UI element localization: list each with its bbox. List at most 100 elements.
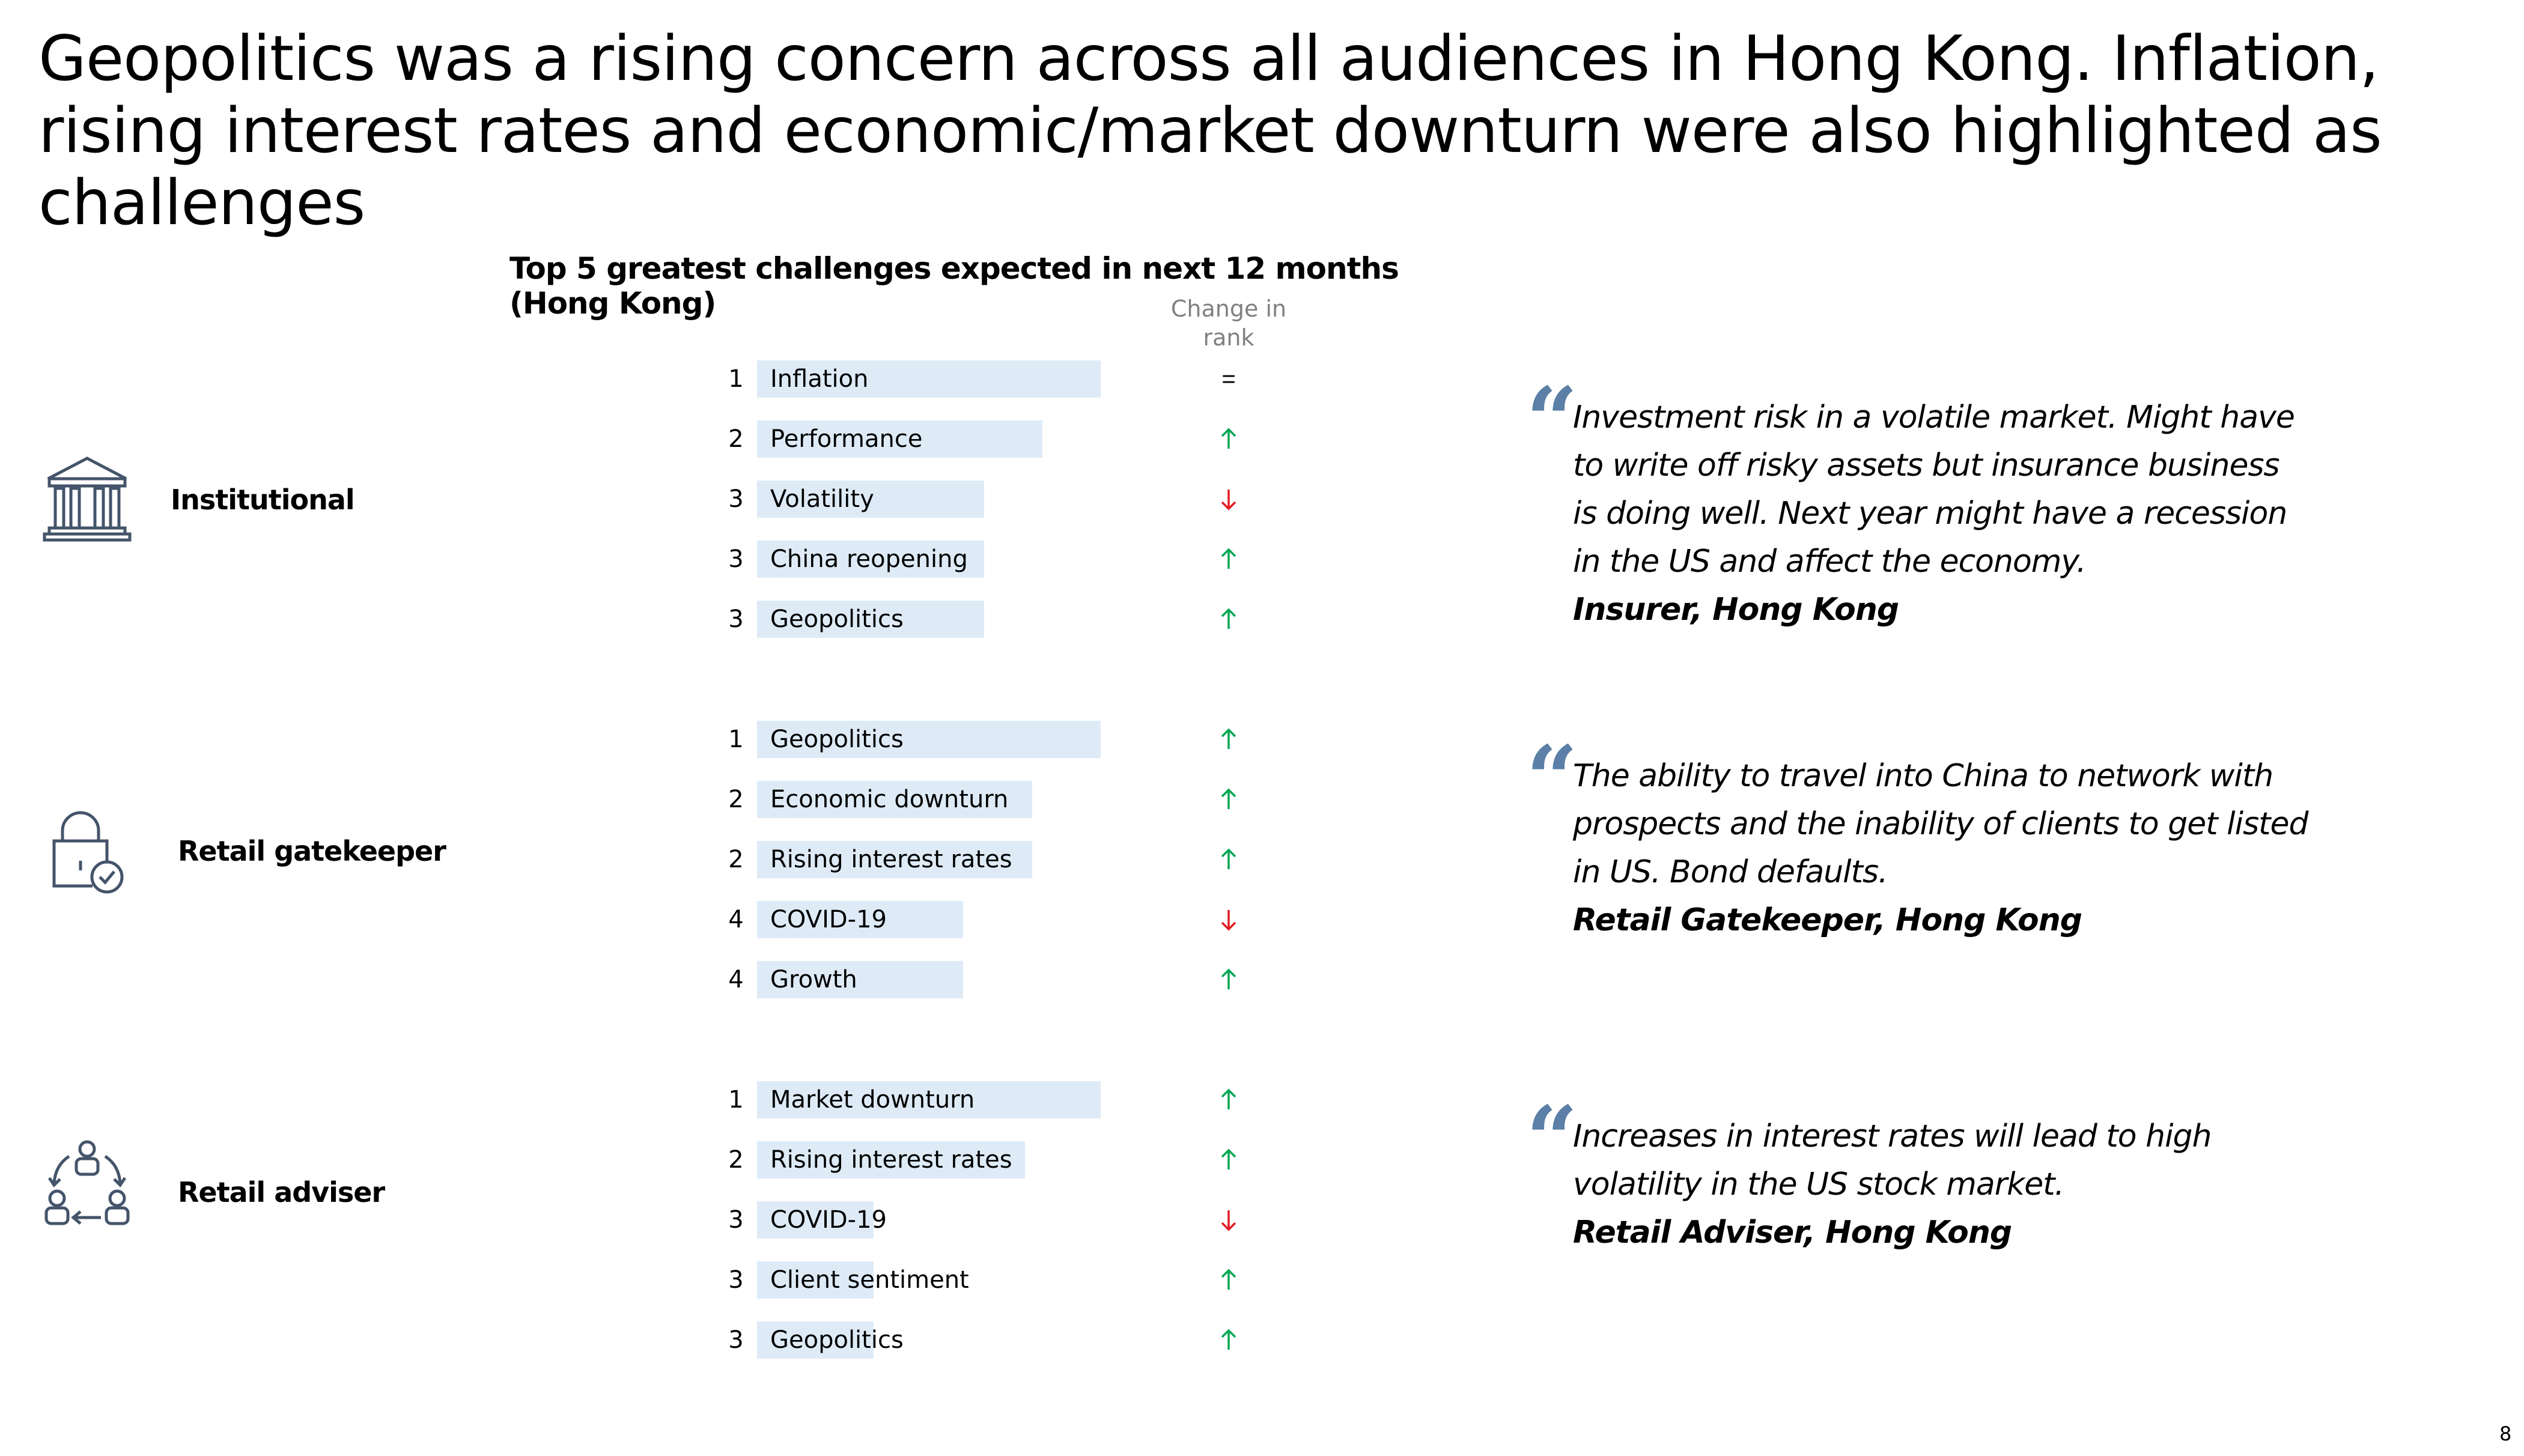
chart-title: Top 5 greatest challenges expected in ne… bbox=[509, 251, 1399, 321]
change-indicator bbox=[1211, 721, 1247, 758]
list-item: 3 Geopolitics bbox=[0, 1321, 1322, 1359]
rank-number: 1 bbox=[728, 1086, 744, 1114]
change-indicator bbox=[1211, 1081, 1247, 1118]
challenge-bar bbox=[757, 1081, 1101, 1118]
arrow-up-icon bbox=[1221, 608, 1236, 629]
quote-source: Retail Adviser, Hong Kong bbox=[1573, 1215, 2012, 1251]
change-indicator bbox=[1211, 1261, 1247, 1299]
challenge-bar bbox=[757, 601, 984, 638]
arrow-down-icon bbox=[1221, 910, 1236, 931]
rank-number: 1 bbox=[728, 365, 744, 393]
arrow-up-icon bbox=[1221, 428, 1236, 449]
segment-label: Retail gatekeeper bbox=[178, 835, 446, 867]
list-item: 3 China reopening bbox=[0, 541, 1322, 578]
arrow-up-icon bbox=[1221, 728, 1236, 749]
list-item: 1 Inflation = bbox=[0, 360, 1322, 398]
challenge-label: COVID-19 bbox=[770, 906, 887, 933]
list-item: 3 Volatility bbox=[0, 481, 1322, 518]
challenge-label: COVID-19 bbox=[770, 1206, 887, 1234]
challenge-bar bbox=[757, 481, 984, 518]
change-in-rank-header: Change in rank bbox=[1170, 296, 1287, 351]
segment-label: Institutional bbox=[171, 484, 355, 516]
arrow-up-icon bbox=[1221, 548, 1236, 569]
challenge-label: Performance bbox=[770, 425, 923, 453]
challenge-label: Market downturn bbox=[770, 1086, 975, 1114]
list-item: 3 Client sentiment bbox=[0, 1261, 1322, 1299]
list-item: 1 Market downturn bbox=[0, 1081, 1322, 1118]
change-indicator bbox=[1211, 601, 1247, 638]
challenge-label: Economic downturn bbox=[770, 786, 1009, 813]
list-item: 1 Geopolitics bbox=[0, 721, 1322, 758]
quote-text: Investment risk in a volatile market. Mi… bbox=[1573, 399, 2295, 580]
list-item: 3 COVID-19 bbox=[0, 1201, 1322, 1239]
challenge-bar bbox=[757, 1141, 1025, 1178]
quote-mark-icon: “ bbox=[1526, 1087, 1578, 1192]
rank-number: 3 bbox=[728, 605, 744, 633]
rank-number: 1 bbox=[728, 726, 744, 753]
arrow-up-icon bbox=[1221, 1148, 1236, 1169]
change-indicator bbox=[1211, 781, 1247, 818]
change-indicator bbox=[1211, 841, 1247, 878]
change-indicator bbox=[1211, 420, 1247, 458]
list-item: 4 Growth bbox=[0, 961, 1322, 998]
challenge-label: Growth bbox=[770, 966, 857, 993]
list-item: 2 Rising interest rates bbox=[0, 1141, 1322, 1178]
arrow-up-icon bbox=[1221, 1088, 1236, 1109]
change-indicator: = bbox=[1211, 360, 1247, 398]
rank-number: 2 bbox=[728, 1146, 744, 1174]
quote-body: Increases in interest rates will lead to… bbox=[1573, 1112, 2312, 1257]
quote-mark-icon: “ bbox=[1526, 726, 1578, 832]
change-indicator bbox=[1211, 541, 1247, 578]
challenge-bar bbox=[757, 1321, 874, 1359]
challenge-bar bbox=[757, 541, 984, 578]
challenge-bar bbox=[757, 841, 1032, 878]
quote-text: Increases in interest rates will lead to… bbox=[1573, 1118, 2212, 1203]
challenge-bar bbox=[757, 420, 1042, 458]
people-cycle-icon bbox=[42, 1138, 132, 1237]
quote-source: Retail Gatekeeper, Hong Kong bbox=[1573, 902, 2082, 938]
change-indicator bbox=[1211, 961, 1247, 998]
segment-label: Retail adviser bbox=[178, 1176, 385, 1209]
page-number: 8 bbox=[2499, 1422, 2512, 1445]
challenge-bar bbox=[757, 1261, 874, 1299]
change-indicator bbox=[1211, 1201, 1247, 1239]
challenge-label: Geopolitics bbox=[770, 726, 904, 753]
challenge-label: Geopolitics bbox=[770, 605, 904, 633]
rank-number: 4 bbox=[728, 906, 744, 933]
challenge-bar bbox=[757, 1201, 874, 1239]
challenge-label: Volatility bbox=[770, 485, 874, 513]
list-item: 4 COVID-19 bbox=[0, 901, 1322, 938]
change-indicator bbox=[1211, 481, 1247, 518]
rank-number: 4 bbox=[728, 966, 744, 993]
arrow-up-icon bbox=[1221, 1269, 1236, 1290]
bank-icon bbox=[42, 453, 132, 547]
arrow-up-icon bbox=[1221, 1329, 1236, 1350]
challenge-label: Inflation bbox=[770, 365, 869, 393]
change-indicator bbox=[1211, 901, 1247, 938]
challenge-label: Rising interest rates bbox=[770, 846, 1012, 873]
list-item: 2 Economic downturn bbox=[0, 781, 1322, 818]
quote-text: The ability to travel into China to netw… bbox=[1573, 758, 2309, 890]
rank-number: 3 bbox=[728, 1326, 744, 1354]
challenge-label: Rising interest rates bbox=[770, 1146, 1012, 1174]
change-indicator bbox=[1211, 1321, 1247, 1359]
list-item: 2 Performance bbox=[0, 420, 1322, 458]
arrow-up-icon bbox=[1221, 848, 1236, 869]
arrow-up-icon bbox=[1221, 968, 1236, 989]
challenge-label: China reopening bbox=[770, 545, 968, 573]
rank-number: 3 bbox=[728, 1206, 744, 1234]
rank-number: 2 bbox=[728, 846, 744, 873]
change-indicator bbox=[1211, 1141, 1247, 1178]
no-change-icon: = bbox=[1221, 366, 1236, 392]
challenge-bar bbox=[757, 360, 1101, 398]
challenge-bar bbox=[757, 721, 1101, 758]
list-item: 3 Geopolitics bbox=[0, 601, 1322, 638]
quote-body: The ability to travel into China to netw… bbox=[1573, 752, 2312, 944]
quote-mark-icon: “ bbox=[1526, 368, 1578, 473]
challenge-bar bbox=[757, 781, 1032, 818]
rank-number: 2 bbox=[728, 786, 744, 813]
quote-source: Insurer, Hong Kong bbox=[1573, 592, 1899, 628]
lock-check-icon bbox=[49, 808, 127, 901]
rank-number: 3 bbox=[728, 485, 744, 513]
list-item: 2 Rising interest rates bbox=[0, 841, 1322, 878]
